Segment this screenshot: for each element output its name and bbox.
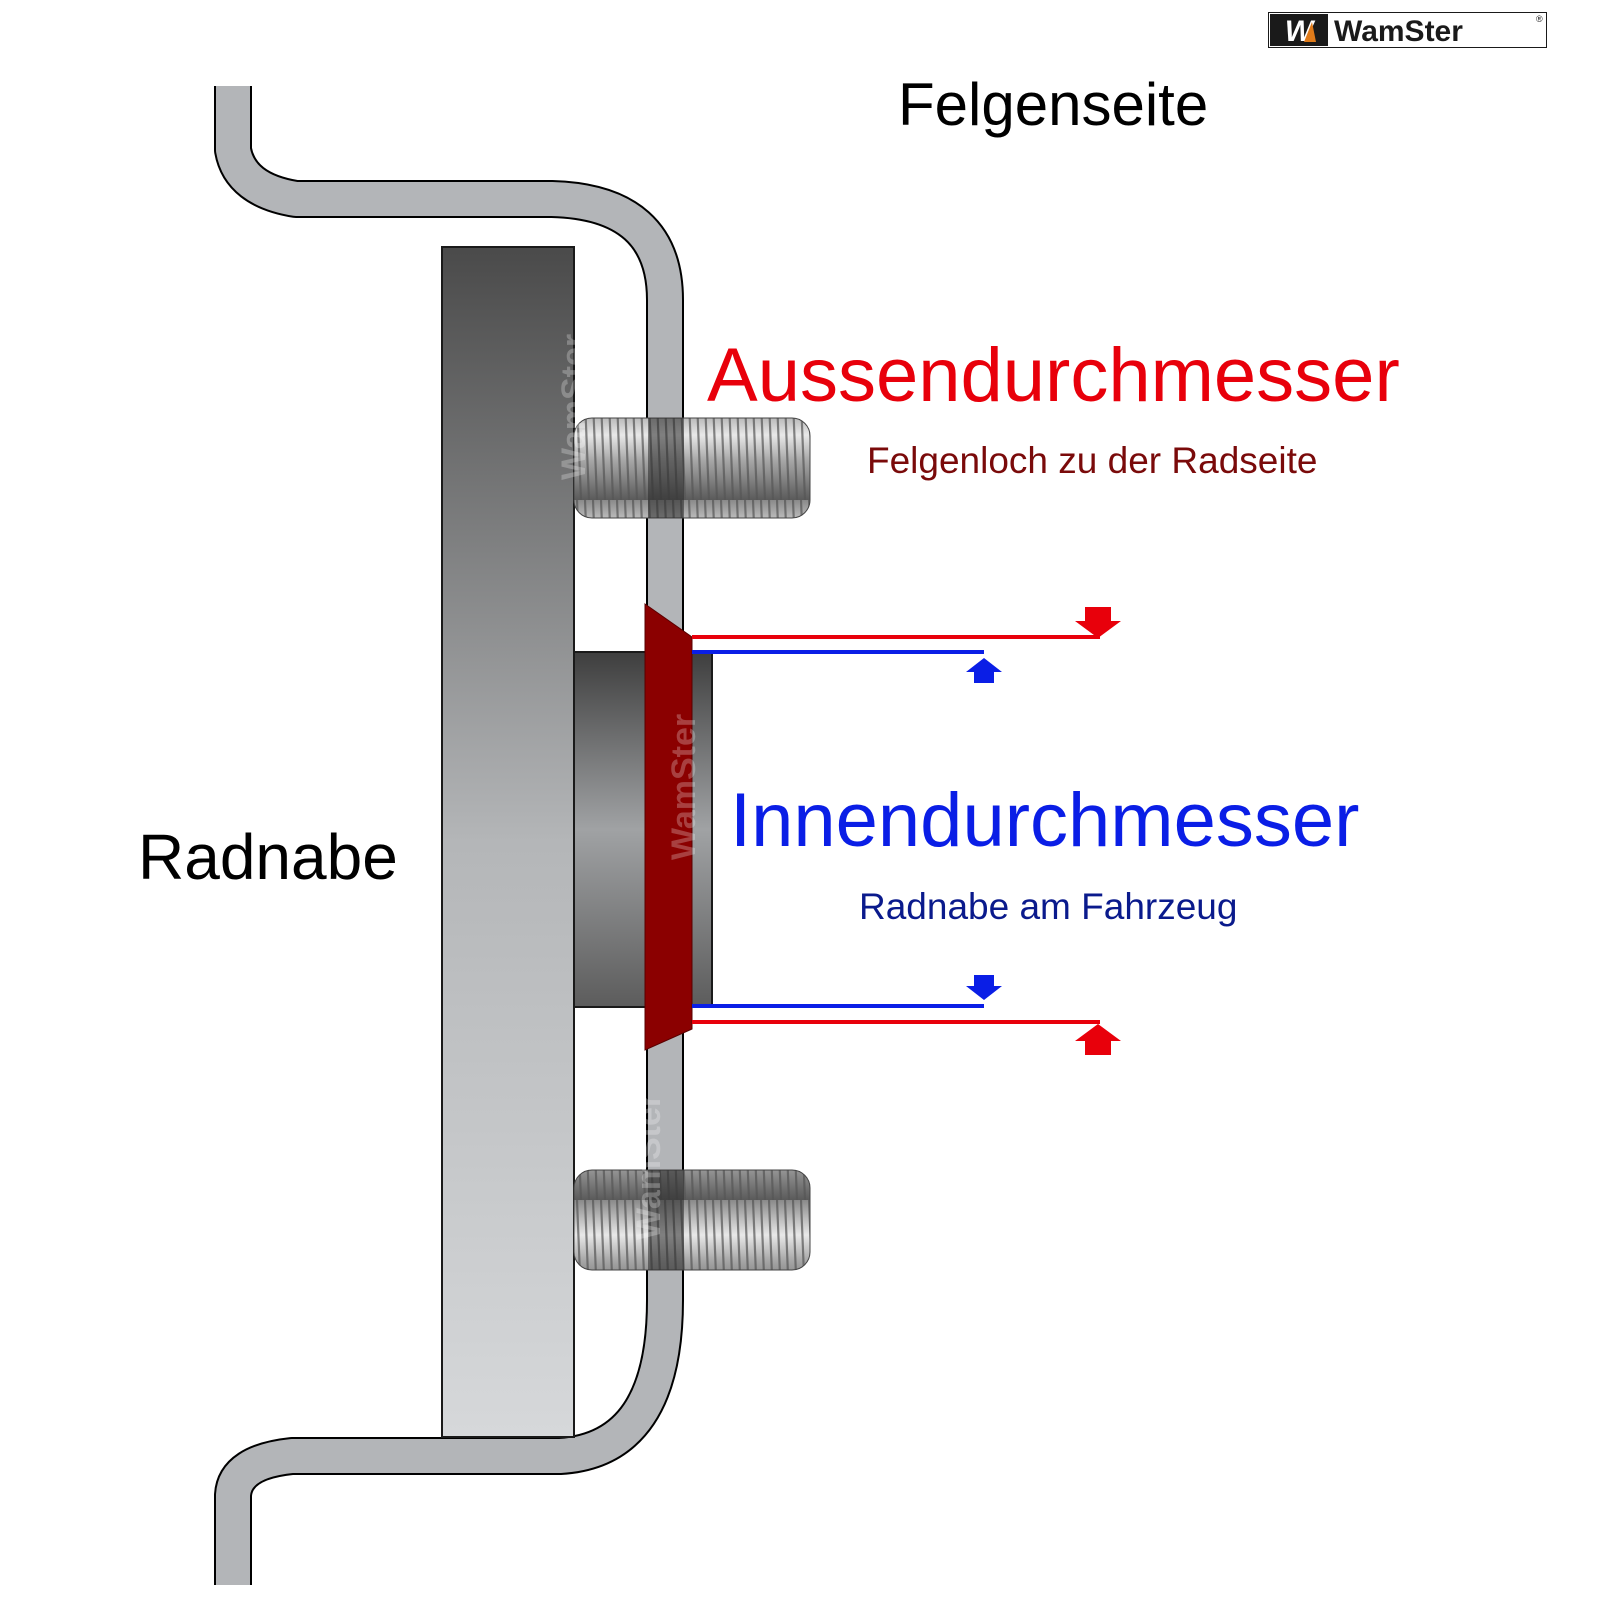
- watermark-1: WamSter: [555, 334, 593, 480]
- label-aussendurchmesser: Aussendurchmesser: [707, 333, 1400, 418]
- centering-ring: [644, 603, 693, 1051]
- logo-text: WamSter: [1334, 15, 1463, 48]
- label-felgenseite: Felgenseite: [898, 71, 1209, 138]
- watermark-2: WamSter: [665, 714, 703, 860]
- outer-arrow-up-icon: [1075, 1024, 1121, 1055]
- label-radnabe-fahrzeug: Radnabe am Fahrzeug: [859, 886, 1238, 927]
- inner-arrow-down-icon: [966, 975, 1002, 1000]
- outer-arrow-down-icon: [1075, 607, 1121, 638]
- label-innendurchmesser: Innendurchmesser: [730, 778, 1360, 863]
- watermark-3: WamSter: [630, 1094, 668, 1240]
- svg-text:®: ®: [1536, 14, 1543, 24]
- label-felgenloch: Felgenloch zu der Radseite: [867, 440, 1318, 481]
- hub-flange: [441, 246, 575, 1438]
- wheel-bolt-lower: [573, 1169, 811, 1271]
- wamster-logo: W WamSter ®: [1267, 11, 1548, 49]
- inner-arrow-up-icon: [966, 658, 1002, 683]
- label-radnabe: Radnabe: [138, 821, 398, 893]
- wheel-bolt-upper: [573, 417, 811, 519]
